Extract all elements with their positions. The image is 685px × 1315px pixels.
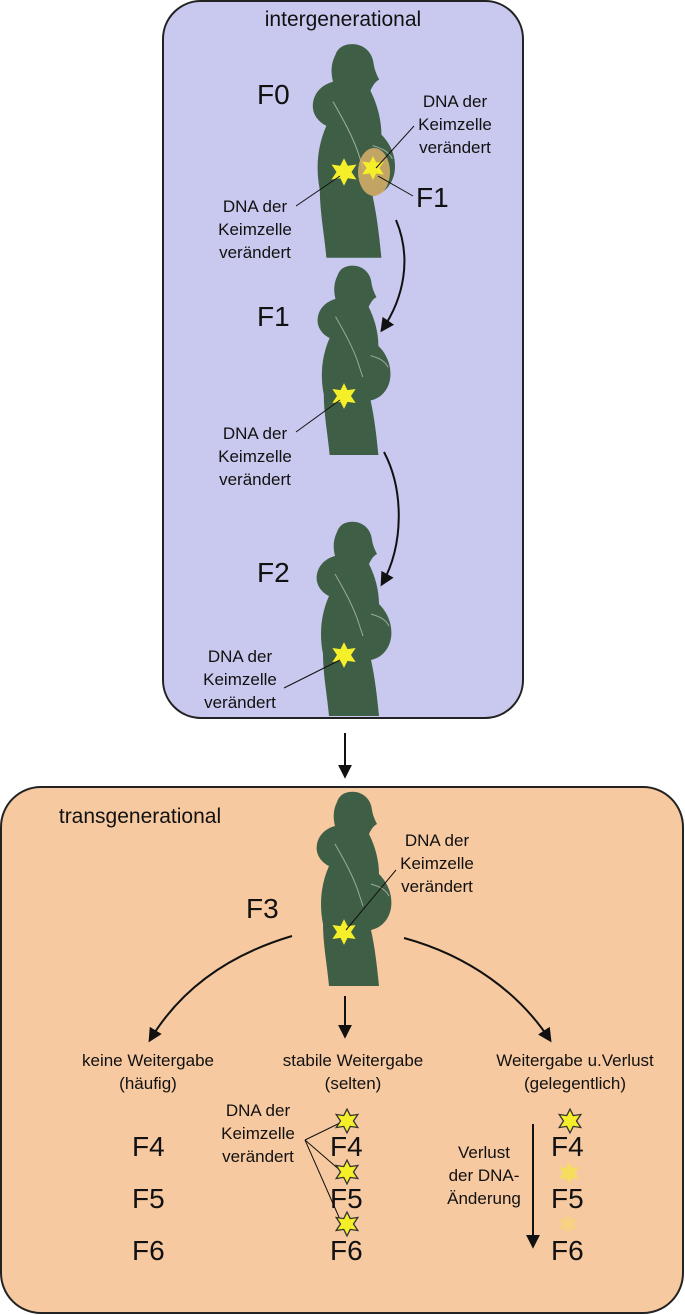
verlust-f6: F6 [551,1235,584,1266]
generation-f1: F1 [257,301,290,332]
dna-label-stabile-1: DNA der [226,1101,291,1120]
leader-fetus [375,125,415,169]
dna-label-f1-3: verändert [219,470,291,489]
branch-verlust-line2: (gelegentlich) [524,1074,626,1093]
dna-label-f2-3: verändert [204,693,276,712]
dna-label-fetus-1: DNA der [423,92,488,111]
leader-stabile-f5 [304,1139,343,1173]
loss-label-1: Verlust [458,1143,510,1162]
keine-f4: F4 [132,1131,165,1162]
leader-stabile-f6 [304,1139,343,1225]
stabile-f5: F5 [330,1183,363,1214]
dna-label-f0-3: verändert [219,243,291,262]
dna-label-stabile-3: verändert [222,1147,294,1166]
branch-stabile-line2: (selten) [325,1074,382,1093]
leader-f2 [283,659,341,689]
generation-f3: F3 [246,893,279,924]
verlust-f5: F5 [551,1183,584,1214]
dna-label-f3-1: DNA der [405,831,470,850]
arrow-branch-left [148,935,293,1043]
leader-f1 [295,399,341,433]
loss-label-3: Änderung [447,1189,521,1208]
keine-f5: F5 [132,1183,165,1214]
leader-stabile-f4 [304,1121,343,1141]
dna-label-f1-2: Keimzelle [218,447,292,466]
dna-label-f3-2: Keimzelle [400,854,474,873]
leader-f3 [345,869,397,931]
dna-label-f2-1: DNA der [208,647,273,666]
intergenerational-title: intergenerational [265,8,421,31]
branch-stabile-line1: stabile Weitergabe [283,1051,424,1070]
dna-label-fetus-3: verändert [419,138,491,157]
leader-f0 [295,175,341,207]
dna-label-stabile-2: Keimzelle [221,1124,295,1143]
generation-f0: F0 [257,79,290,110]
dna-label-f0-2: Keimzelle [218,220,292,239]
leader-f1-fetus [377,175,414,197]
transgenerational-panel [0,786,684,1314]
stabile-f4: F4 [330,1131,363,1162]
arrow-f1-f2 [380,451,400,587]
generation-f1-fetus: F1 [416,182,449,213]
dna-label-f2-2: Keimzelle [203,670,277,689]
stabile-f6: F6 [330,1235,363,1266]
dna-label-fetus-2: Keimzelle [418,115,492,134]
dna-label-f1-1: DNA der [223,424,288,443]
generation-f2: F2 [257,557,290,588]
arrow-branch-right [403,937,552,1043]
branch-verlust-line1: Weitergabe u.Verlust [496,1051,654,1070]
verlust-f4: F4 [551,1131,584,1162]
loss-label-2: der DNA- [449,1166,520,1185]
branch-keine-line1: keine Weitergabe [82,1051,214,1070]
branch-keine-line2: (häufig) [119,1074,177,1093]
keine-f6: F6 [132,1235,165,1266]
dna-label-f3-3: verändert [401,877,473,896]
transgenerational-title: transgenerational [59,805,221,828]
arrow-f0-f1 [380,219,406,333]
dna-label-f0-1: DNA der [223,197,288,216]
